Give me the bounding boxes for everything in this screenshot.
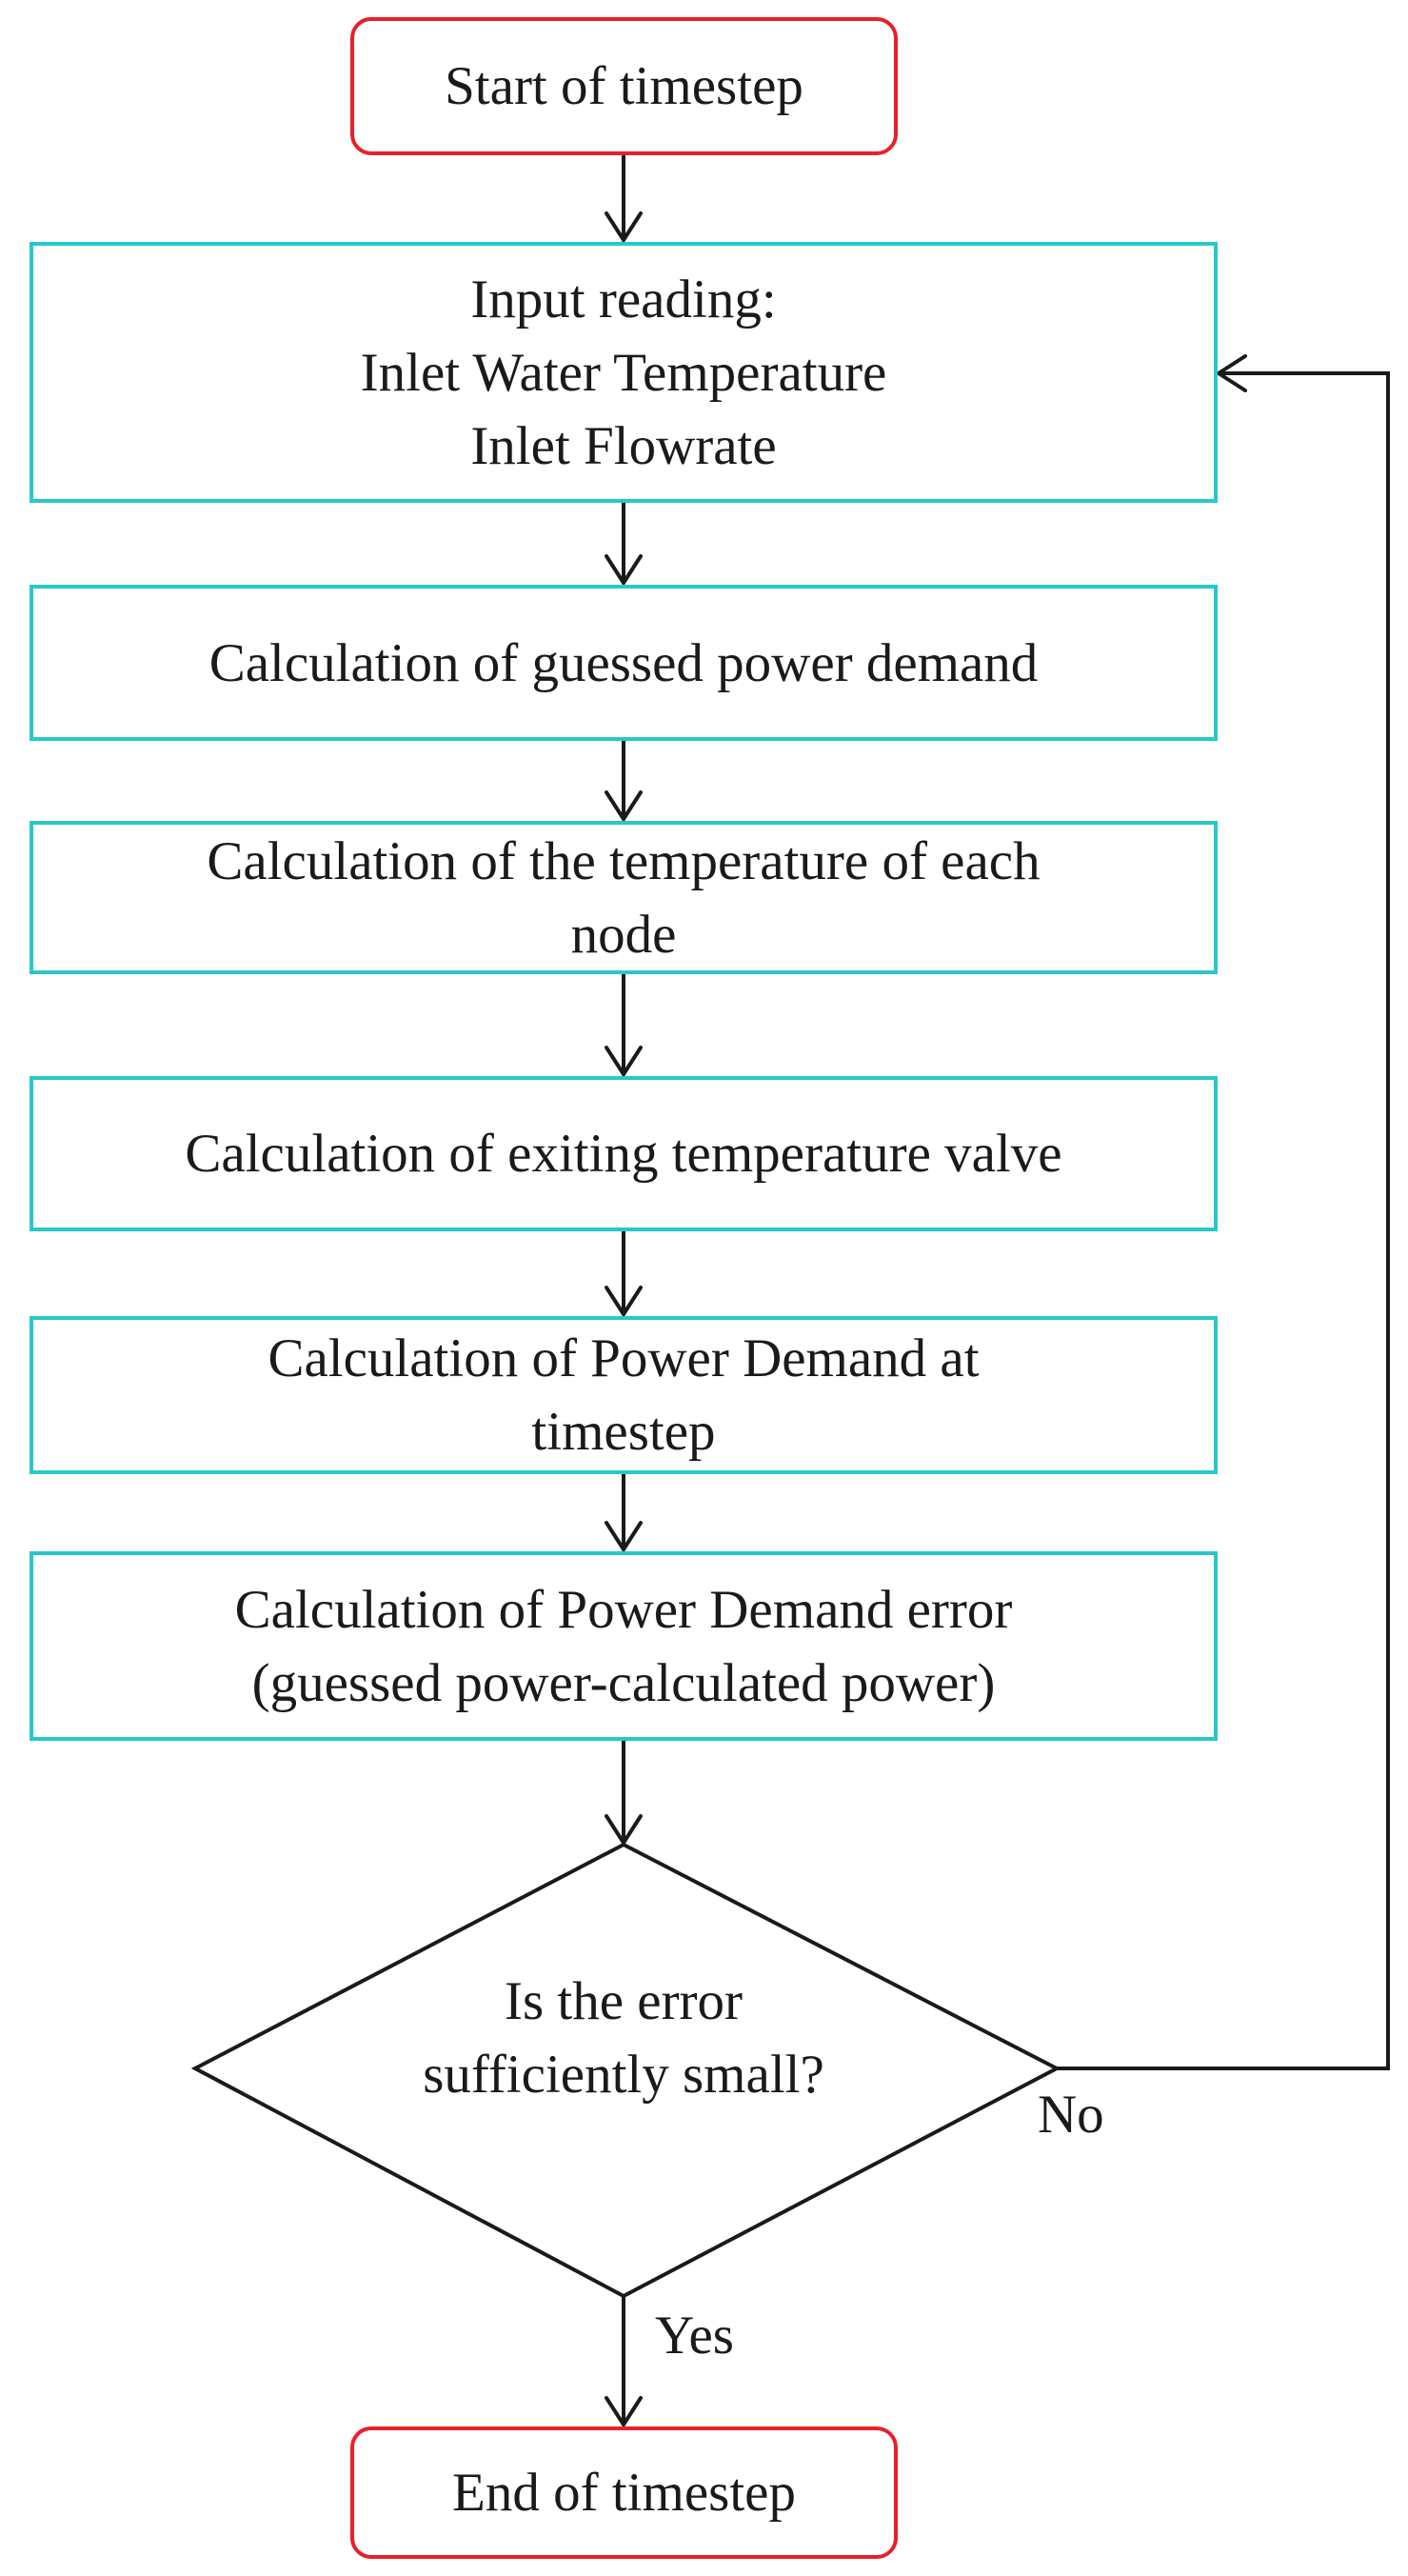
guessed-power-label: Calculation of guessed power demand: [208, 632, 1039, 693]
power-error-line-2: (guessed power-calculated power): [251, 1652, 996, 1713]
decision-line-1: Is the error: [504, 1971, 744, 2031]
node-temperature-line-1: Calculation of the temperature of each: [207, 830, 1041, 891]
power-demand-box: Calculation of Power Demand at timestep: [30, 1316, 1218, 1474]
decision-line-2: sufficiently small?: [423, 2045, 824, 2105]
exiting-temperature-label: Calculation of exiting temperature valve: [185, 1124, 1062, 1184]
node-temperature-line-2: node: [570, 904, 677, 965]
input-line-2: Inlet Water Temperature: [360, 342, 887, 403]
input-reading-box: Input reading: Inlet Water Temperature I…: [30, 242, 1218, 503]
exiting-temperature-box: Calculation of exiting temperature valve: [30, 1076, 1218, 1231]
power-error-box: Calculation of Power Demand error (guess…: [30, 1551, 1218, 1741]
start-label: Start of timestep: [445, 56, 803, 116]
guessed-power-box: Calculation of guessed power demand: [30, 585, 1218, 741]
decision-diamond: [190, 1842, 1061, 2299]
power-demand-line-2: timestep: [531, 1402, 716, 1462]
power-demand-line-1: Calculation of Power Demand at: [268, 1328, 980, 1388]
no-label: No: [1038, 2085, 1104, 2145]
input-line-1: Input reading:: [470, 269, 777, 329]
yes-label: Yes: [655, 2306, 734, 2366]
arrow-no-loop: [1055, 354, 1390, 2070]
input-line-3: Inlet Flowrate: [470, 415, 777, 476]
end-label: End of timestep: [452, 2463, 796, 2523]
node-temperature-box: Calculation of the temperature of each n…: [30, 821, 1218, 974]
power-error-line-1: Calculation of Power Demand error: [234, 1579, 1013, 1640]
end-terminal: End of timestep: [350, 2426, 898, 2559]
start-terminal: Start of timestep: [350, 17, 898, 155]
decision-text: Is the error sufficiently small?: [195, 1838, 1052, 2238]
